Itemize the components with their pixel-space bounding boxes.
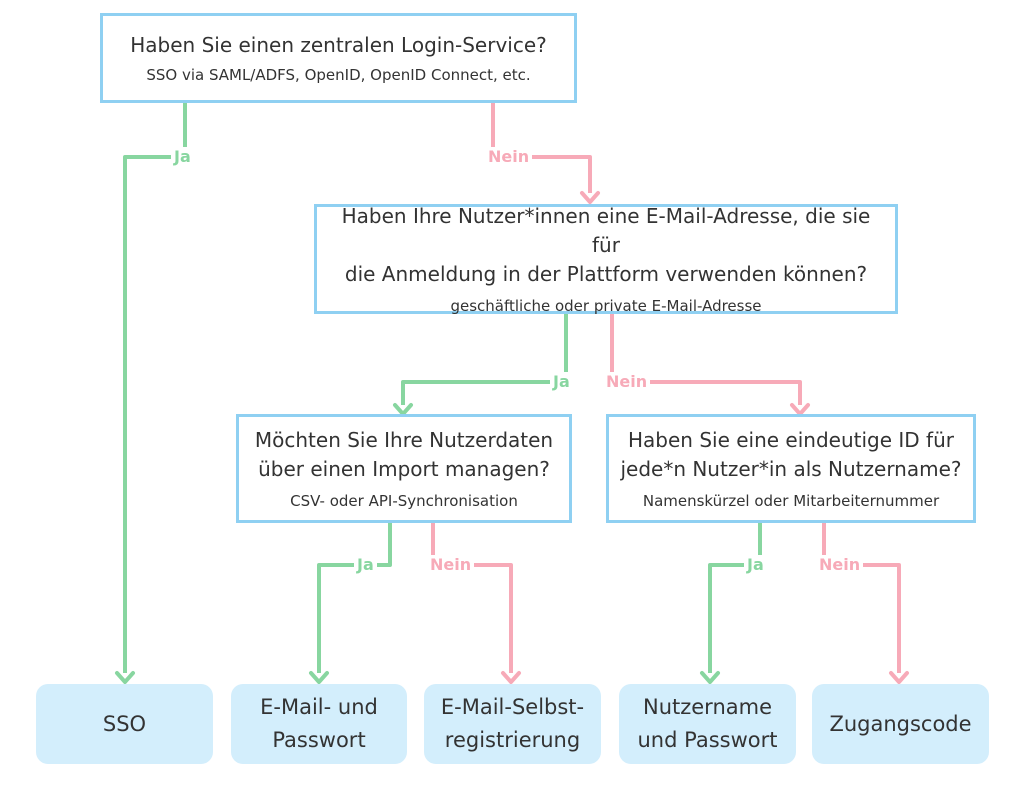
branch-label-yes: Ja [354, 555, 377, 575]
connector-q2-yes [401, 314, 568, 405]
question-import: Möchten Sie Ihre Nutzerdaten über einen … [236, 414, 572, 523]
branch-label-no: Nein [816, 555, 864, 575]
branch-label-no: Nein [427, 555, 475, 575]
arrowhead [501, 671, 521, 684]
arrowhead [700, 671, 720, 684]
question-text: Haben Ihre Nutzer*innen eine E-Mail-Adre… [341, 203, 871, 286]
arrowhead [115, 671, 135, 684]
result-access-code: Zugangscode [812, 684, 989, 764]
result-username-password: Nutzername und Passwort [619, 684, 796, 764]
arrowhead [393, 403, 413, 416]
question-text: Haben Sie einen zentralen Login-Service? [130, 32, 547, 57]
question-text: Möchten Sie Ihre Nutzerdaten über einen … [254, 427, 554, 481]
arrowhead [889, 671, 909, 684]
branch-label-yes: Ja [744, 555, 767, 575]
arrowhead [309, 671, 329, 684]
branch-label-yes: Ja [171, 147, 194, 167]
question-unique-id: Haben Sie eine eindeutige ID für jede*n … [606, 414, 976, 523]
question-text: Haben Sie eine eindeutige ID für jede*n … [620, 427, 962, 481]
branch-label-no: Nein [485, 147, 533, 167]
branch-label-no: Nein [603, 372, 651, 392]
arrowhead [790, 403, 810, 416]
question-hint: geschäftliche oder private E-Mail-Adress… [450, 296, 762, 315]
connector-q3-no [431, 523, 513, 673]
branch-label-yes: Ja [550, 372, 573, 392]
connector-q4-yes [708, 523, 762, 673]
arrowhead [580, 191, 600, 204]
connector-q3-yes [317, 523, 392, 673]
result-email-self-registration: E-Mail-Selbst- registrierung [424, 684, 601, 764]
connector-q4-no [822, 523, 901, 673]
connector-q1-yes [123, 103, 187, 673]
result-sso: SSO [36, 684, 213, 764]
question-hint: SSO via SAML/ADFS, OpenID, OpenID Connec… [146, 65, 531, 84]
question-hint: Namenskürzel oder Mitarbeiternummer [642, 491, 940, 510]
question-hint: CSV- oder API-Synchronisation [290, 491, 518, 510]
connector-q2-no [610, 314, 802, 405]
result-email-password: E-Mail- und Passwort [231, 684, 407, 764]
question-login-service: Haben Sie einen zentralen Login-Service?… [100, 13, 577, 103]
connector-q1-no [491, 103, 592, 193]
question-email: Haben Ihre Nutzer*innen eine E-Mail-Adre… [314, 203, 898, 315]
